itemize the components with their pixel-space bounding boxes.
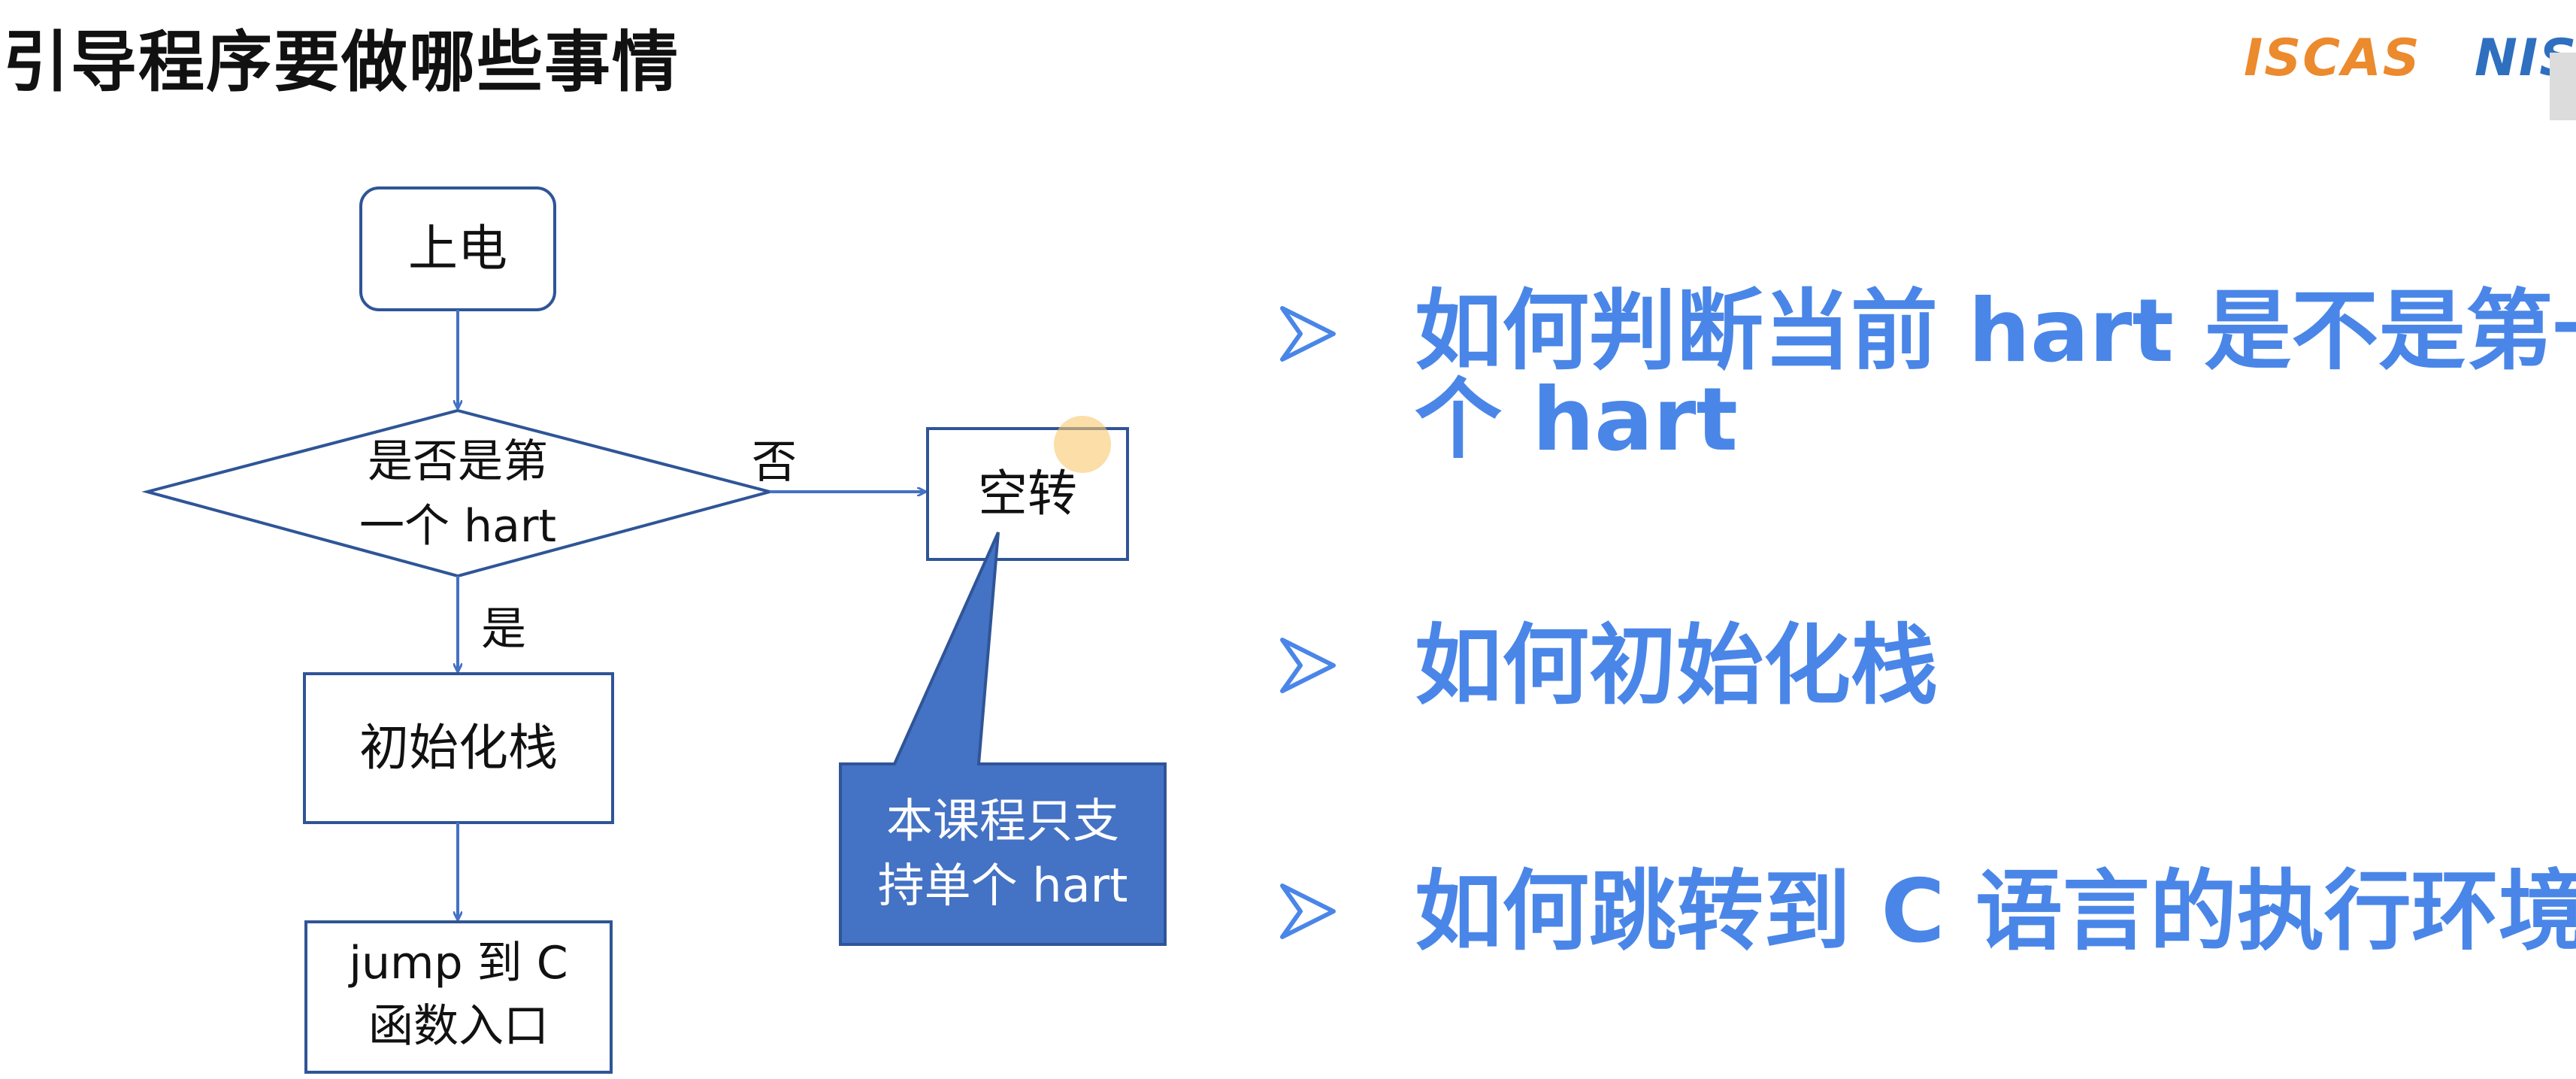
callout-label-line2: 持单个 hart <box>877 858 1128 913</box>
init-stack-node <box>303 672 614 824</box>
jump-label-line1: jump 到 C <box>349 937 568 990</box>
callout-shape <box>839 532 1167 946</box>
jump-label-line2: 函数入口 <box>368 1000 549 1053</box>
callout-label-line1: 本课程只支 <box>885 793 1120 848</box>
bullet-text-line2: 个 hart <box>1415 369 1738 471</box>
yes-branch-label: 是 <box>481 603 526 656</box>
start-label: 上电 <box>408 220 507 277</box>
no-branch-label: 否 <box>752 436 797 489</box>
bullet-arrow-icon <box>1280 638 1336 693</box>
decision-label-line1: 是否是第 <box>368 435 548 488</box>
decision-label-line2: 一个 hart <box>359 500 557 553</box>
init-stack-label: 初始化栈 <box>359 719 558 777</box>
idle-label: 空转 <box>978 465 1077 523</box>
bullet-text-line1: 如何跳转到 C 语言的执行环境 <box>1415 861 2576 962</box>
bullet-arrow-icon <box>1280 884 1336 939</box>
iscas-logo: ISCAS <box>2244 29 2421 88</box>
bullet-text-line1: 如何初始化栈 <box>1415 615 1938 717</box>
slide-title: 引导程序要做哪些事情 <box>3 23 680 101</box>
bullet-text-line1: 如何判断当前 hart 是不是第一 <box>1415 280 2576 382</box>
logo-edge-decoration <box>2550 53 2576 120</box>
bullet-arrow-icon <box>1280 306 1336 362</box>
jump-node <box>304 920 613 1074</box>
pointer-highlight <box>1054 416 1111 473</box>
